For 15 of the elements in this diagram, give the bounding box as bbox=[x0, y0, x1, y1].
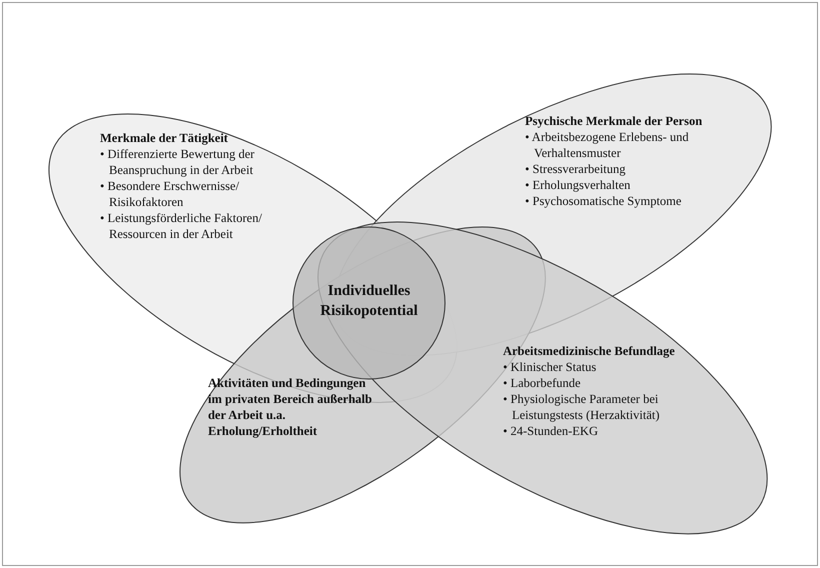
bullet-item: • Erholungsverhalten bbox=[524, 176, 632, 193]
bullet-item: • Stressverarbeitung bbox=[524, 160, 627, 177]
center-title: Individuelles Risikopotential bbox=[319, 282, 419, 321]
area-heading: Arbeitsmedizinische Befundlage bbox=[502, 342, 676, 359]
bullet-item: • Differenzierte Bewertung der Beanspruchung in der Arbeit bbox=[100, 146, 256, 178]
area-heading: Psychische Merkmale der Person bbox=[524, 112, 704, 129]
bullet-item: • Arbeitsbezogene Erlebens- und Verhaltensmuster bbox=[524, 128, 690, 161]
area-heading: Merkmale der Tätigkeit bbox=[100, 130, 229, 146]
bullet-item: • Leistungsförderliche Faktoren/ Ressourcen in der Arbeit bbox=[100, 210, 263, 242]
bullet-item: • Klinischer Status bbox=[502, 358, 598, 375]
bullet-item: • Laborbefunde bbox=[502, 374, 582, 391]
bullet-item: • Psychosomatische Symptome bbox=[524, 192, 682, 209]
bullet-item: • Physiologische Parameter bei Leistungstests (Herzaktivität) bbox=[502, 390, 661, 423]
bullet-item: • Besondere Erschwernisse/ Risikofaktoren bbox=[100, 178, 240, 210]
bullet-item: • 24-Stunden-EKG bbox=[502, 422, 599, 439]
